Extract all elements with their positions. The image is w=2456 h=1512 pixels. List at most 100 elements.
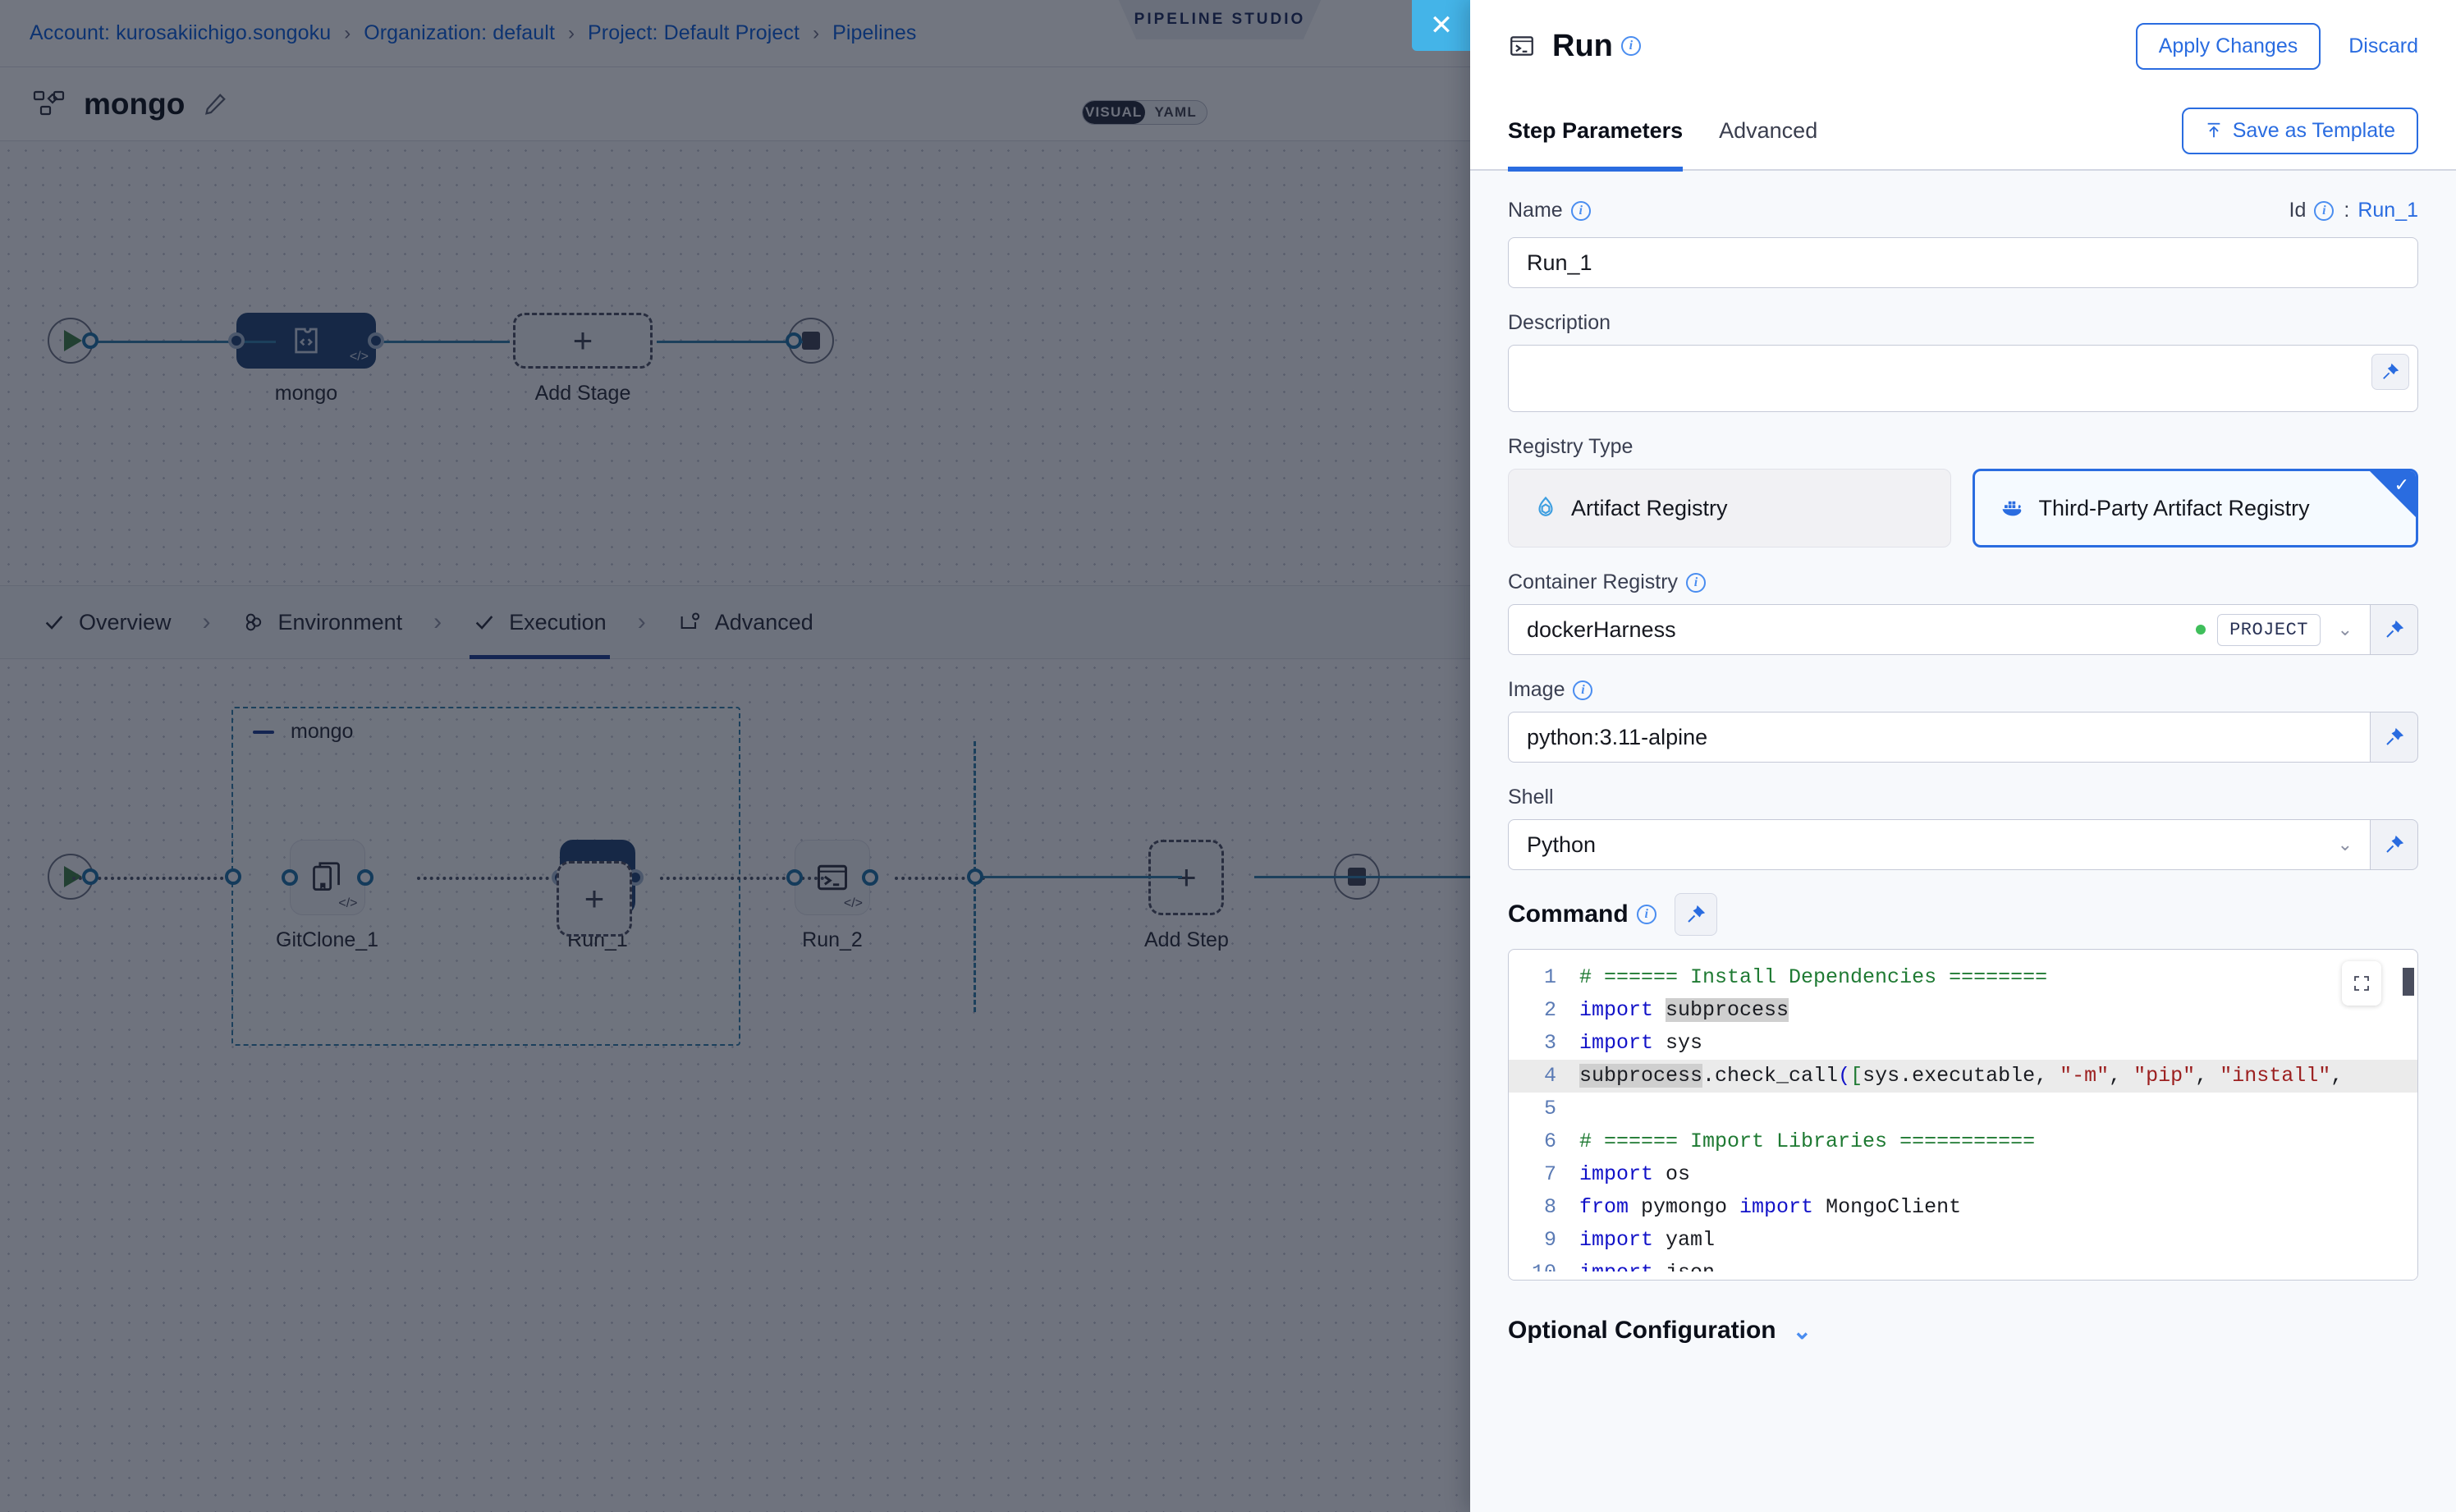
tab-environment-label: Environment [277,609,403,635]
stage-node-label: mongo [274,382,338,405]
optional-configuration-toggle[interactable]: Optional Configuration ⌄ [1508,1317,2418,1345]
code-tag-icon: </> [349,350,369,364]
registry-option-artifact[interactable]: Artifact Registry [1508,469,1951,548]
stage-canvas[interactable]: </> mongo + Add Stage [0,142,1470,585]
check-icon [45,616,63,630]
add-step-node[interactable]: + Add Step [1144,840,1229,952]
collapse-minus-icon[interactable] [253,730,274,734]
name-input[interactable]: Run_1 [1508,237,2418,288]
tab-advanced-label: Advanced [714,609,813,635]
stage-node-mongo[interactable]: </> mongo [228,313,384,405]
editor-horizontal-scrollbar[interactable] [1509,1271,2417,1280]
tab-execution-label: Execution [509,609,607,635]
info-icon[interactable]: i [1573,680,1593,700]
shell-field[interactable]: Python ⌄ [1508,819,2418,870]
save-as-template-button[interactable]: Save as Template [2181,107,2418,154]
breadcrumb-pipelines[interactable]: Pipelines [832,21,917,44]
code-text: # ====== Import Libraries =========== [1579,1129,2036,1153]
container-registry-value: dockerHarness [1527,616,1676,642]
code-lines[interactable]: 1# ====== Install Dependencies ========2… [1509,950,2417,1280]
registry-option-third-party[interactable]: Third-Party Artifact Registry ✓ [1972,469,2418,548]
add-stage-box[interactable]: + [513,313,653,369]
command-label: Command [1508,900,1629,928]
check-icon [475,616,493,630]
pin-icon[interactable] [1674,893,1717,936]
container-registry-select[interactable]: dockerHarness PROJECT [1508,604,2371,655]
tab-overview[interactable]: Overview [39,586,175,659]
step-node-gitclone-1[interactable]: </> GitClone_1 [276,840,378,952]
page-title: mongo [84,86,186,121]
toggle-visual[interactable]: VISUAL [1083,101,1145,124]
step-node-label: Run_2 [802,928,863,951]
execution-canvas[interactable]: mongo [0,659,1470,1512]
panel-body: Name i Id i : Run_1 Run_1 Description [1470,171,2456,1512]
stop-icon [802,332,820,350]
editor-vertical-scrollbar[interactable] [2403,958,2414,1280]
pin-icon[interactable] [2371,354,2409,390]
info-icon[interactable]: i [1636,905,1656,924]
tab-advanced[interactable]: Advanced [1719,117,1818,143]
add-stage-node[interactable]: + Add Stage [513,313,653,405]
docker-icon [2002,501,2021,516]
selected-check-badge: ✓ [2370,471,2416,517]
toggle-yaml[interactable]: YAML [1154,104,1197,120]
tab-advanced[interactable]: Advanced [674,586,817,659]
pin-icon[interactable] [2371,819,2418,870]
visual-yaml-toggle[interactable]: VISUAL YAML [1082,100,1207,125]
container-registry-field[interactable]: dockerHarness PROJECT ⌄ [1508,604,2418,655]
pipeline-graph-icon [33,89,66,119]
pin-icon[interactable] [2371,712,2418,763]
group-entry-port [225,868,241,885]
info-icon[interactable]: i [1686,572,1707,593]
step-group-label: mongo [291,720,354,743]
id-value: Run_1 [2357,199,2418,222]
shell-select[interactable]: Python [1508,819,2371,870]
close-icon[interactable]: ✕ [1412,0,1470,51]
step-node-run-2[interactable]: </> Run_2 [786,840,878,952]
code-text: from pymongo import MongoClient [1579,1195,1962,1219]
tab-step-parameters[interactable]: Step Parameters [1508,92,1684,172]
container-registry-label-group: Container Registry i [1508,570,2418,594]
info-icon[interactable]: i [1620,36,1641,56]
code-text: import os [1579,1162,1691,1186]
registry-type-label: Registry Type [1508,435,1634,458]
pipeline-title-bar: mongo [0,67,1470,141]
tab-environment[interactable]: Environment [239,586,406,659]
add-step-placeholder[interactable]: + [557,861,632,937]
step-port-left [786,869,803,886]
line-number: 6 [1543,1129,1556,1153]
discard-button[interactable]: Discard [2348,34,2418,57]
code-line: 5 [1509,1093,2417,1125]
group-exit-port [967,868,983,885]
info-icon[interactable]: i [1570,200,1591,221]
apply-changes-button[interactable]: Apply Changes [2135,22,2321,70]
registry-type-options[interactable]: Artifact Registry Third-Party Artifact R… [1508,469,2418,548]
registry-option-third-party-label: Third-Party Artifact Registry [2038,495,2310,520]
breadcrumb-account[interactable]: Account: kurosakiichigo.songoku [30,21,332,44]
breadcrumb-project[interactable]: Project: Default Project [588,21,800,44]
chevron-down-icon[interactable]: ⌄ [1792,1317,1812,1344]
expand-editor-icon[interactable] [2342,961,2381,1006]
check-icon: ✓ [2394,474,2409,495]
image-field[interactable]: python:3.11-alpine [1508,712,2418,763]
panel-tab-bar[interactable]: Step Parameters Advanced Save as Templat… [1470,92,2456,172]
stage-config-tabs[interactable]: Overview › Environment › Execution › Adv… [0,585,1470,659]
id-label: Id [2289,199,2307,222]
step-id-display: Id i : Run_1 [2289,199,2418,222]
info-icon[interactable]: i [2314,200,2335,221]
pin-icon[interactable] [2371,604,2418,655]
step-group-header[interactable]: mongo [253,720,353,744]
image-label-group: Image i [1508,678,2418,702]
step-node-box[interactable]: </> [281,840,373,915]
description-input[interactable] [1508,345,2418,412]
tab-execution[interactable]: Execution [470,586,610,659]
id-separator: : [2344,199,2350,222]
image-input[interactable]: python:3.11-alpine [1508,712,2371,763]
edit-pencil-icon[interactable] [203,92,227,117]
breadcrumb-organization[interactable]: Organization: default [364,21,556,44]
git-clone-icon [312,862,340,891]
command-code-editor[interactable]: 1# ====== Install Dependencies ========2… [1508,949,2418,1281]
scrollbar-thumb[interactable] [2403,968,2414,996]
